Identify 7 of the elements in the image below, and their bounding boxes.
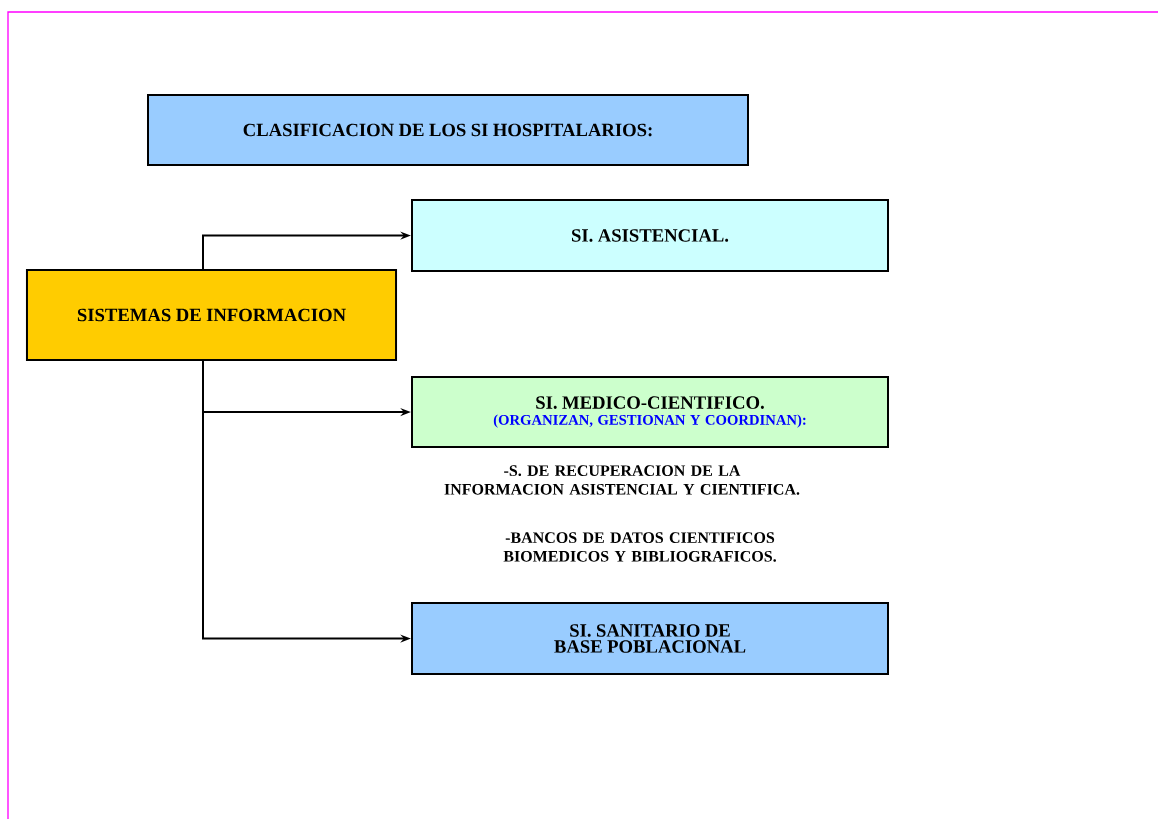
process-box: SI. MEDICO-CIENTIFICO. (ORGANIZAN, GESTIONAN Y COORDINAN): [411,376,889,448]
process-box: SI. SANITARIO DE BASE POBLACIONAL [411,602,889,675]
process-box: SISTEMAS DE INFORMACION [25,269,398,361]
note-text: -S. DE RECUPERACION DE LA INFORMACION ASISTENCIAL Y CIENTIFICA. [444,465,800,495]
title-box: CLASIFICACION DE LOS SI HOSPITALARIOS: [147,94,749,166]
process-box: SI. ASISTENCIAL. [411,199,889,272]
note-text: -BANCOS DE DATOS CIENTIFICOS BIOMEDICOS Y BIBLIOGRAFICOS. [503,532,776,562]
